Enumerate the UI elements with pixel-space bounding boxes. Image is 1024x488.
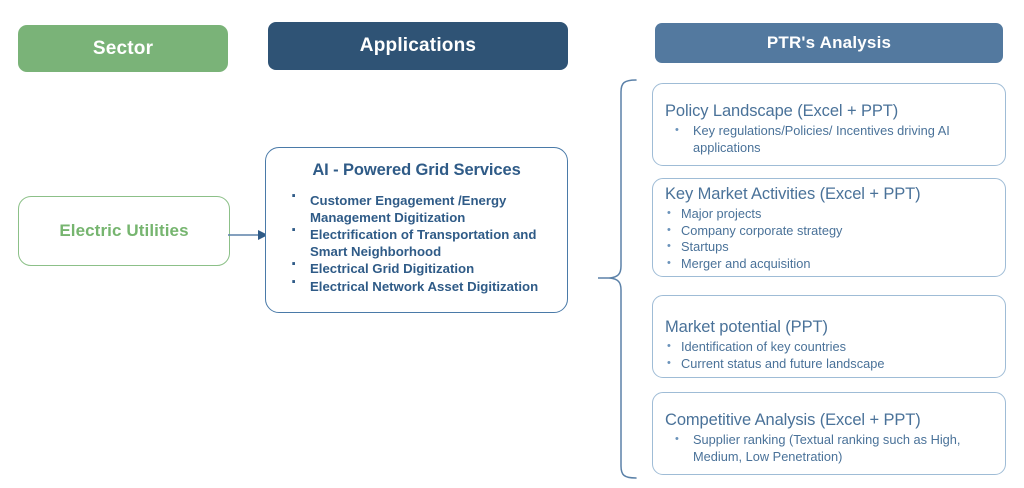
list-item: Electrical Grid Digitization xyxy=(286,257,551,278)
sector-node-electric-utilities: Electric Utilities xyxy=(18,196,230,266)
applications-node-title: AI - Powered Grid Services xyxy=(312,161,521,179)
analysis-card-title: Policy Landscape (Excel + PPT) xyxy=(665,102,899,120)
applications-bullet-list: Customer Engagement /Energy Management D… xyxy=(278,189,555,296)
arrow-right-icon xyxy=(228,228,268,240)
curly-brace-icon xyxy=(597,78,638,480)
column-header-ptr-analysis-label: PTR's Analysis xyxy=(766,33,892,52)
list-item: Startups xyxy=(665,238,995,256)
list-item: Customer Engagement /Energy Management D… xyxy=(286,189,551,226)
analysis-card-bullet-list: Major projects Company corporate strateg… xyxy=(665,205,995,273)
analysis-card-market-potential: Market potential (PPT) Identification of… xyxy=(652,295,1006,378)
analysis-card-title: Key Market Activities (Excel + PPT) xyxy=(665,185,921,203)
list-item: Identification of key countries xyxy=(665,338,995,356)
analysis-card-policy-landscape: Policy Landscape (Excel + PPT) Key regul… xyxy=(652,83,1006,166)
analysis-card-competitive-analysis: Competitive Analysis (Excel + PPT) Suppl… xyxy=(652,392,1006,475)
list-item: Supplier ranking (Textual ranking such a… xyxy=(665,431,995,465)
analysis-card-bullet-list: Key regulations/Policies/ Incentives dri… xyxy=(665,122,995,156)
sector-node-label: Electric Utilities xyxy=(59,221,189,240)
analysis-card-title: Market potential (PPT) xyxy=(665,318,828,336)
analysis-card-bullet-list: Identification of key countries Current … xyxy=(665,338,995,373)
column-header-ptr-analysis: PTR's Analysis xyxy=(655,23,1003,63)
list-item: Major projects xyxy=(665,205,995,223)
list-item: Current status and future landscape xyxy=(665,355,995,373)
applications-node: AI - Powered Grid Services Customer Enga… xyxy=(265,147,568,313)
list-item: Electrical Network Asset Digitization xyxy=(286,275,551,296)
column-header-sector-label: Sector xyxy=(92,37,154,59)
column-header-applications-label: Applications xyxy=(359,35,477,56)
list-item: Electrification of Transportation and Sm… xyxy=(286,223,551,260)
list-item: Key regulations/Policies/ Incentives dri… xyxy=(665,122,995,156)
column-header-sector: Sector xyxy=(18,25,228,72)
list-item: Company corporate strategy xyxy=(665,222,995,240)
analysis-card-bullet-list: Supplier ranking (Textual ranking such a… xyxy=(665,431,995,465)
analysis-card-title: Competitive Analysis (Excel + PPT) xyxy=(665,411,921,429)
analysis-card-key-market-activities: Key Market Activities (Excel + PPT) Majo… xyxy=(652,178,1006,277)
list-item: Merger and acquisition xyxy=(665,255,995,273)
column-header-applications: Applications xyxy=(268,22,568,70)
